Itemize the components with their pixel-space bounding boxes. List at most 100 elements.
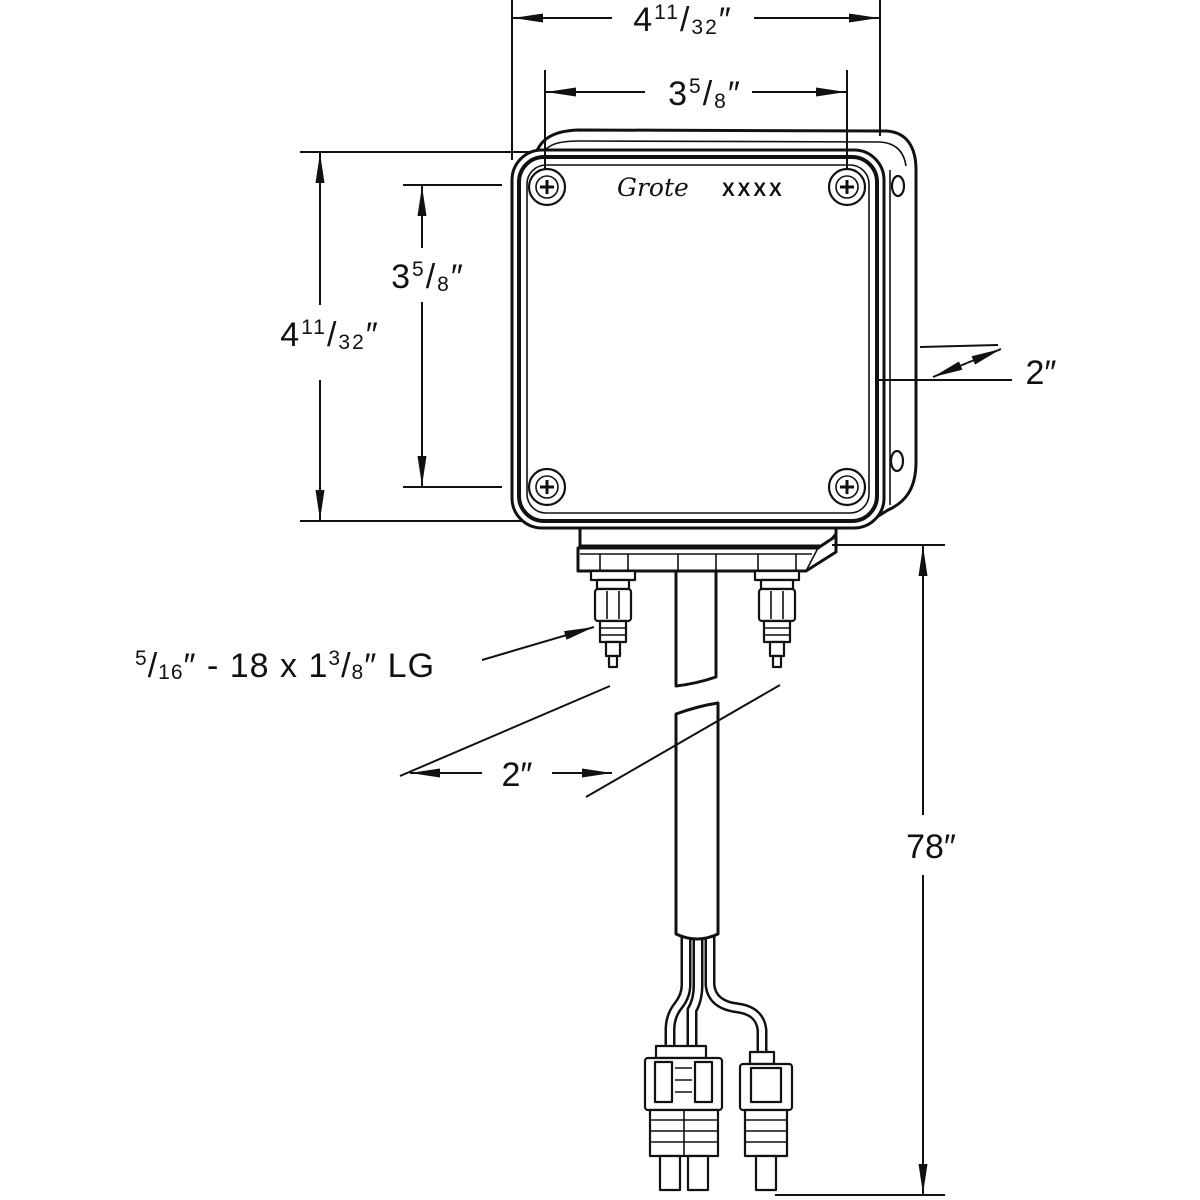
label-inch-mark: ″ (728, 75, 742, 113)
label-slash: / (327, 316, 338, 354)
label-denominator: 16 (158, 661, 183, 684)
cable-upper-segment (674, 566, 718, 688)
label-denominator-2: 8 (352, 661, 365, 684)
label-end-text: ″ LG (364, 647, 435, 685)
stud-lock-washer (759, 578, 795, 591)
wire-1-core (667, 930, 689, 1050)
model-number-label: XXXX (722, 180, 785, 201)
lens-border (517, 155, 879, 523)
pigtail-wires (664, 930, 768, 1056)
label-whole: 3 (391, 258, 412, 296)
label-denominator: 8 (714, 90, 728, 113)
mounting-stud-left (589, 569, 637, 669)
stud-nut (593, 587, 633, 623)
stud-thread (762, 619, 792, 644)
label-slash: / (680, 1, 691, 39)
screw-recess (535, 475, 559, 499)
label-inch-mark: ″ (451, 258, 465, 296)
connector-left (643, 1044, 724, 1192)
stud-shaft (768, 640, 786, 658)
stud-nut-facets (606, 591, 620, 619)
housing-top-contour (544, 140, 907, 167)
screw-bottom-right (827, 467, 867, 507)
mounting-height-label: 35/8″ (391, 258, 465, 296)
cable-length-dimension: 78″ (775, 544, 956, 1196)
screw-recess (835, 475, 859, 499)
mounting-width-dimension: 35/8″ (544, 70, 848, 169)
screw-recess (535, 175, 559, 199)
stud-thread (598, 619, 628, 644)
stud-washer (753, 569, 801, 582)
cable-lower-segment (674, 701, 720, 941)
connector-left-detail (675, 1067, 692, 1093)
phillips-cross-icon (840, 180, 854, 194)
connector-left-ribs (650, 1110, 718, 1156)
connector-left-terminal-b (686, 1154, 710, 1192)
label-whole: 4 (280, 316, 301, 354)
overall-width-label: 411/32″ (633, 1, 733, 39)
label-inch-mark: ″ (719, 1, 733, 39)
label-numerator: 5 (689, 75, 703, 98)
cable (674, 566, 720, 941)
connector-left-cap (654, 1044, 708, 1060)
connector-left-latch-a (653, 1060, 674, 1104)
extension-line-right (585, 684, 781, 798)
phillips-cross-icon (540, 180, 554, 194)
connector-right-terminal (754, 1154, 778, 1192)
label-numerator: 11 (654, 1, 680, 24)
screw-top-right (827, 167, 867, 207)
label-slash: / (148, 647, 158, 685)
stud-shaft (604, 640, 622, 658)
leader-arrow (481, 626, 595, 661)
depth-label: 2″ (1026, 354, 1057, 392)
label-denominator: 8 (437, 273, 451, 296)
label-slash-2: / (341, 647, 351, 685)
stud-lock-washer (595, 578, 631, 591)
extension-line-left (399, 685, 611, 777)
stud-washer (589, 569, 637, 582)
label-slash: / (426, 258, 437, 296)
connector-right-latch (749, 1066, 783, 1104)
label-inch-mark: ″ (366, 316, 380, 354)
connector-left-latch-b (693, 1060, 714, 1104)
depth-dimension: 2″ (876, 344, 1057, 392)
label-backing (276, 306, 384, 378)
cable-length-label: 78″ (906, 828, 956, 866)
stud-thread-lines (600, 627, 626, 636)
connector-left-terminal-a (658, 1154, 682, 1192)
extension-line-upper (919, 344, 999, 348)
mounting-height-dimension: 35/8″ (386, 184, 502, 488)
lamp-housing: Grote XXXX (510, 128, 918, 573)
phillips-cross-icon (540, 480, 554, 494)
label-denominator: 32 (691, 16, 718, 39)
mounting-stud-right (753, 569, 801, 669)
label-denominator: 32 (338, 331, 365, 354)
dimension-arrow-lower (932, 361, 968, 378)
mounting-width-label: 35/8″ (668, 75, 742, 113)
mounting-plate-edges (580, 547, 819, 572)
side-marker-tab-top (890, 174, 906, 198)
connector-right-ribs (745, 1119, 787, 1143)
stud-tip (607, 654, 619, 669)
label-numerator: 5 (412, 258, 426, 281)
wire-2-core (689, 930, 701, 1050)
stud-nut-facets (770, 591, 784, 619)
overall-height-dimension: 411/32″ (276, 151, 532, 522)
brand-logo: Grote (617, 173, 689, 202)
stud-spacing-label: 2″ (502, 756, 533, 794)
wire-3 (704, 930, 768, 1056)
dimension-arrow-upper (966, 348, 1002, 365)
connector-right-seal (743, 1108, 789, 1158)
stud-spec-label: 5/16″ - 18 x 13/8″ LG (135, 647, 435, 685)
overall-height-label: 411/32″ (280, 316, 380, 354)
wire-3-core (707, 930, 765, 1056)
label-slash: / (703, 75, 714, 113)
stud-spacing-dimension: 2″ (399, 684, 781, 798)
screw-top-left (527, 167, 567, 207)
phillips-cross-icon (840, 480, 854, 494)
connector-right (738, 1050, 794, 1192)
stud-thread-lines (764, 627, 790, 636)
stud-nut (757, 587, 797, 623)
stud-tip (771, 654, 783, 669)
